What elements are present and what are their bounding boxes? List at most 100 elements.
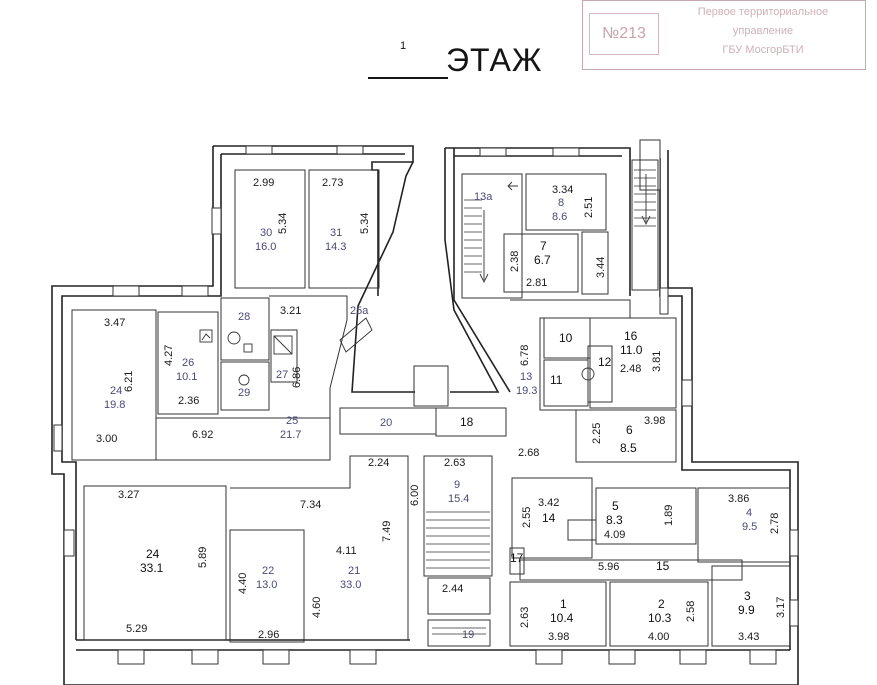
svg-text:3.86: 3.86 (728, 493, 749, 505)
svg-text:7.34: 7.34 (300, 499, 321, 511)
svg-text:2.58: 2.58 (685, 601, 697, 622)
interior-walls (71, 159, 791, 647)
stamp-org-line3: ГБУ МосгорБТИ (722, 44, 804, 56)
svg-text:17: 17 (510, 551, 524, 565)
svg-text:2.63: 2.63 (519, 607, 531, 628)
svg-text:11.0: 11.0 (620, 343, 643, 357)
svg-text:3.17: 3.17 (775, 597, 787, 618)
svg-text:15: 15 (656, 559, 670, 573)
svg-text:9.5: 9.5 (742, 521, 757, 533)
svg-text:20: 20 (380, 417, 392, 429)
svg-text:6.92: 6.92 (192, 429, 213, 441)
svg-text:25a: 25a (350, 305, 369, 317)
svg-text:24: 24 (110, 385, 122, 397)
svg-text:6.7: 6.7 (534, 253, 551, 267)
svg-text:16: 16 (624, 329, 638, 343)
svg-text:3.42: 3.42 (538, 497, 559, 509)
svg-text:2.78: 2.78 (769, 513, 781, 534)
svg-text:3.98: 3.98 (644, 415, 665, 427)
svg-text:6.78: 6.78 (519, 345, 531, 366)
svg-text:10: 10 (559, 331, 573, 345)
svg-text:8.3: 8.3 (606, 513, 623, 527)
svg-text:33.0: 33.0 (340, 579, 361, 591)
floor-label: ЭТАЖ (446, 42, 543, 78)
svg-text:14.3: 14.3 (325, 241, 346, 253)
svg-text:14: 14 (542, 511, 556, 525)
svg-text:19.3: 19.3 (516, 385, 537, 397)
svg-text:5.29: 5.29 (126, 623, 147, 635)
svg-text:3.98: 3.98 (548, 631, 569, 643)
svg-text:6.86: 6.86 (291, 367, 303, 388)
windows (53, 139, 799, 665)
svg-text:13а: 13а (474, 191, 493, 203)
svg-text:2.48: 2.48 (620, 363, 641, 375)
svg-text:19: 19 (462, 629, 474, 641)
svg-text:28: 28 (238, 311, 250, 323)
svg-text:16.0: 16.0 (255, 241, 276, 253)
svg-text:4.00: 4.00 (648, 631, 669, 643)
svg-text:4.60: 4.60 (311, 597, 323, 618)
svg-text:5.96: 5.96 (598, 561, 619, 573)
svg-text:3.00: 3.00 (96, 433, 117, 445)
svg-text:29: 29 (238, 387, 250, 399)
svg-text:2.51: 2.51 (583, 197, 595, 218)
stamp-org-line2: управление (732, 25, 794, 37)
svg-text:30: 30 (260, 227, 272, 239)
svg-text:6: 6 (626, 423, 633, 437)
room-labels: 2.99 30 16.0 5.34 2.73 31 14.3 5.34 28 3… (96, 177, 787, 643)
svg-text:8.6: 8.6 (552, 211, 567, 223)
svg-text:3.27: 3.27 (118, 489, 139, 501)
svg-text:2.38: 2.38 (509, 251, 521, 272)
svg-text:18: 18 (460, 415, 474, 429)
svg-text:10.4: 10.4 (550, 611, 574, 625)
svg-text:2.73: 2.73 (322, 177, 343, 189)
svg-text:3.47: 3.47 (104, 317, 125, 329)
svg-text:21: 21 (348, 565, 360, 577)
svg-text:8.5: 8.5 (620, 441, 637, 455)
svg-text:2.63: 2.63 (444, 457, 465, 469)
svg-text:3.43: 3.43 (738, 631, 759, 643)
floor-underline (368, 77, 448, 79)
svg-text:2.81: 2.81 (526, 277, 547, 289)
stamp-organization: Первое территориальное управление ГБУ Мо… (663, 3, 863, 60)
svg-text:7.49: 7.49 (381, 521, 393, 542)
svg-text:31: 31 (330, 227, 342, 239)
svg-text:2.99: 2.99 (253, 177, 274, 189)
svg-text:5.34: 5.34 (359, 213, 371, 234)
floor-number: 1 (400, 40, 408, 52)
fixtures (199, 174, 651, 386)
svg-text:8: 8 (558, 197, 564, 209)
stair-treads (426, 169, 656, 635)
svg-text:1.89: 1.89 (663, 505, 675, 526)
svg-text:2.96: 2.96 (258, 629, 279, 641)
svg-text:13: 13 (520, 371, 532, 383)
svg-text:6.00: 6.00 (409, 485, 421, 506)
svg-text:9: 9 (454, 479, 460, 491)
svg-text:19.8: 19.8 (104, 399, 125, 411)
svg-text:15.4: 15.4 (448, 493, 469, 505)
svg-text:10.3: 10.3 (648, 611, 672, 625)
svg-text:4.11: 4.11 (336, 545, 357, 557)
svg-text:3: 3 (744, 589, 751, 603)
svg-text:25: 25 (286, 415, 298, 427)
svg-text:5.34: 5.34 (277, 213, 289, 234)
svg-text:33.1: 33.1 (140, 561, 164, 575)
svg-text:11: 11 (550, 373, 563, 387)
stamp-org-line1: Первое территориальное (697, 6, 829, 18)
svg-text:5: 5 (612, 499, 619, 513)
svg-text:2.25: 2.25 (591, 423, 603, 444)
svg-text:2.36: 2.36 (178, 395, 199, 407)
svg-text:4.27: 4.27 (163, 345, 175, 366)
svg-text:13.0: 13.0 (256, 579, 277, 591)
svg-text:26: 26 (182, 357, 194, 369)
svg-text:24: 24 (146, 547, 160, 561)
svg-text:10.1: 10.1 (176, 371, 197, 383)
svg-text:2.68: 2.68 (518, 447, 539, 459)
svg-text:1: 1 (560, 597, 567, 611)
svg-text:4.40: 4.40 (237, 573, 249, 594)
svg-text:2: 2 (658, 597, 665, 611)
svg-text:12: 12 (598, 355, 612, 369)
svg-text:27: 27 (276, 369, 288, 381)
svg-text:4: 4 (746, 507, 752, 519)
